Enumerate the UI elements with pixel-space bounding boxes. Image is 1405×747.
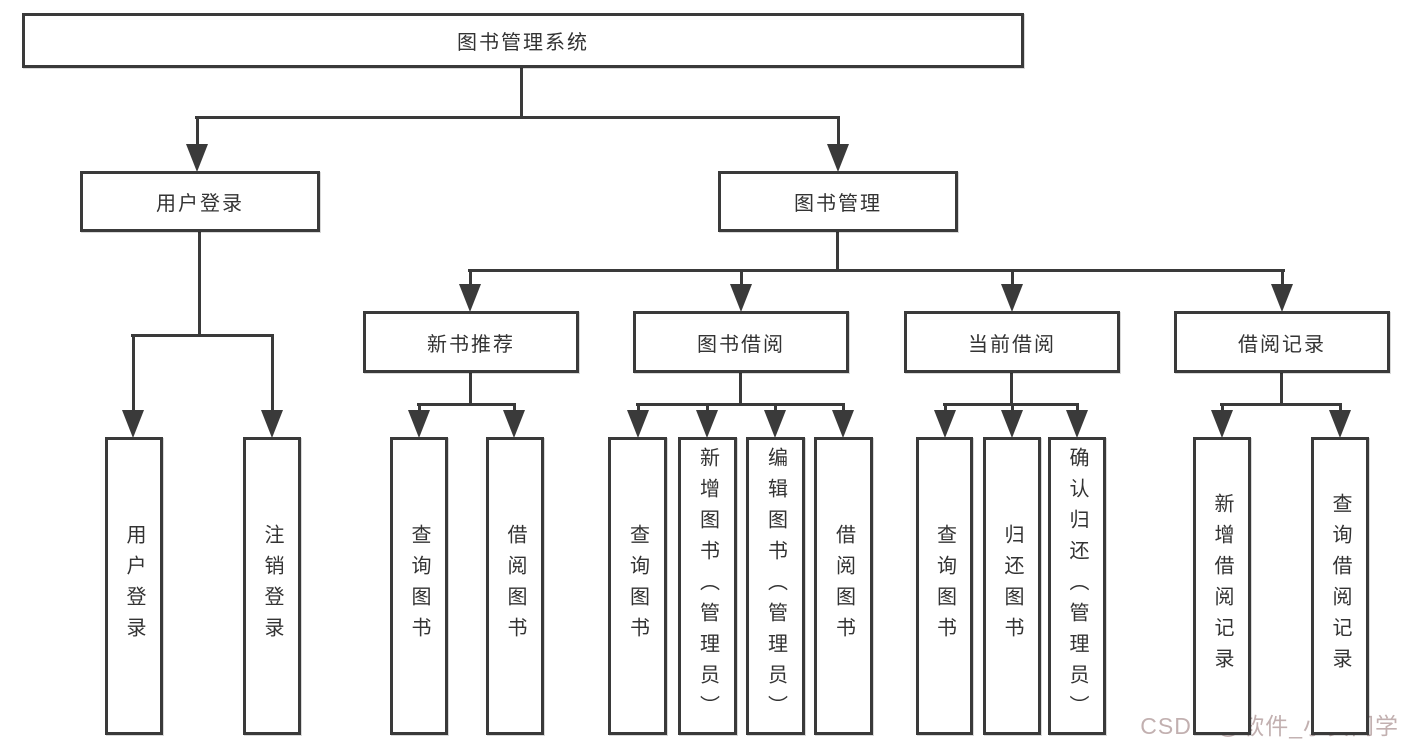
- node-query-borrow-record: 查询借阅记录: [1311, 437, 1369, 735]
- connector-line: [739, 373, 742, 406]
- arrow-stem: [270, 334, 274, 412]
- arrow-stem: [943, 403, 947, 412]
- arrow-down-icon: [827, 144, 849, 172]
- node-new-book-recommend: 新书推荐: [363, 311, 579, 373]
- arrow-stem: [1338, 403, 1342, 412]
- node-user-login: 用户登录: [80, 171, 320, 232]
- node-borrow-books-recommend: 借阅图书: [486, 437, 544, 735]
- arrow-stem: [773, 403, 777, 412]
- connector-line: [1220, 403, 1342, 406]
- connector-line: [636, 403, 845, 406]
- arrow-stem: [417, 403, 421, 412]
- arrow-down-icon: [1329, 410, 1351, 438]
- arrow-down-icon: [832, 410, 854, 438]
- node-logout-leaf: 注销登录: [243, 437, 301, 735]
- node-add-books-admin: 新增图书（管理员）: [678, 437, 737, 735]
- connector-line: [468, 269, 1285, 272]
- arrow-stem: [1010, 403, 1014, 412]
- connector-line: [836, 232, 839, 272]
- arrow-down-icon: [503, 410, 525, 438]
- node-confirm-return-admin: 确认归还（管理员）: [1048, 437, 1106, 735]
- arrow-down-icon: [1211, 410, 1233, 438]
- arrow-stem: [841, 403, 845, 412]
- arrow-stem: [1010, 269, 1014, 286]
- arrow-down-icon: [696, 410, 718, 438]
- node-edit-books-admin: 编辑图书（管理员）: [746, 437, 805, 735]
- arrow-stem: [1280, 269, 1284, 286]
- node-user-login-leaf: 用户登录: [105, 437, 163, 735]
- connector-line: [469, 373, 472, 406]
- node-current-borrow: 当前借阅: [904, 311, 1120, 373]
- arrow-stem: [1220, 403, 1224, 412]
- connector-line: [195, 116, 840, 119]
- arrow-stem: [739, 269, 743, 286]
- arrow-stem: [636, 403, 640, 412]
- connector-line: [131, 334, 274, 337]
- node-query-books-current: 查询图书: [916, 437, 973, 735]
- arrow-down-icon: [122, 410, 144, 438]
- node-borrow-books-borrow: 借阅图书: [814, 437, 873, 735]
- arrow-down-icon: [627, 410, 649, 438]
- arrow-stem: [512, 403, 516, 412]
- arrow-down-icon: [261, 410, 283, 438]
- connector-line: [1280, 373, 1283, 406]
- arrow-down-icon: [730, 284, 752, 312]
- arrow-down-icon: [408, 410, 430, 438]
- node-borrow-records: 借阅记录: [1174, 311, 1390, 373]
- connector-line: [417, 403, 516, 406]
- arrow-stem: [195, 116, 199, 146]
- node-query-books-borrow: 查询图书: [608, 437, 667, 735]
- arrow-stem: [836, 116, 840, 146]
- connector-line: [520, 66, 523, 119]
- arrow-down-icon: [1001, 410, 1023, 438]
- arrow-down-icon: [1271, 284, 1293, 312]
- node-book-borrow: 图书借阅: [633, 311, 849, 373]
- arrow-down-icon: [459, 284, 481, 312]
- arrow-stem: [705, 403, 709, 412]
- connector-line: [1010, 373, 1013, 406]
- arrow-down-icon: [1001, 284, 1023, 312]
- arrow-stem: [1075, 403, 1079, 412]
- node-root: 图书管理系统: [22, 13, 1024, 68]
- arrow-stem: [131, 334, 135, 412]
- node-add-borrow-record: 新增借阅记录: [1193, 437, 1251, 735]
- connector-line: [198, 232, 201, 336]
- node-book-management: 图书管理: [718, 171, 958, 232]
- node-return-books: 归还图书: [983, 437, 1041, 735]
- arrow-stem: [468, 269, 472, 286]
- arrow-down-icon: [934, 410, 956, 438]
- node-query-books-recommend: 查询图书: [390, 437, 448, 735]
- arrow-down-icon: [764, 410, 786, 438]
- arrow-down-icon: [186, 144, 208, 172]
- arrow-down-icon: [1066, 410, 1088, 438]
